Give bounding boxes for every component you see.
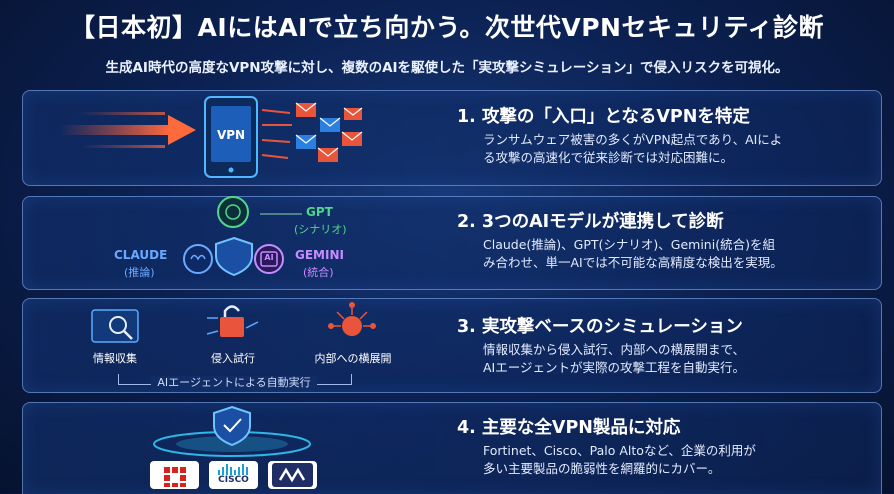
section-3-title: 3. 実攻撃ベースのシミュレーション [457, 317, 743, 337]
gemini-label: GEMINI [295, 248, 344, 262]
step-intrusion-attempt: 侵入試行 [211, 352, 255, 365]
cisco-logo-text: CISCO [218, 475, 249, 485]
mail-envelope-icons [295, 102, 363, 162]
vpn-device-icon [204, 96, 258, 178]
section-3-desc-line1: 情報収集から侵入試行、内部への横展開まで、 [483, 342, 746, 357]
paloalto-logo [268, 461, 317, 489]
gpt-icon [217, 196, 249, 228]
section-panel-2 [22, 196, 882, 290]
gemini-ai-icon [254, 244, 284, 274]
step-info-gathering: 情報収集 [93, 352, 137, 365]
cisco-logo: CISCO [209, 461, 258, 489]
section-3-desc-line2: AIエージェントが実際の攻撃工程を自動実行。 [483, 360, 745, 375]
section-4-desc-line2: 多い主要製品の脆弱性を網羅的にカバー。 [483, 461, 721, 476]
packet-streams [261, 109, 292, 159]
section-panel-1 [22, 90, 882, 186]
section-4-desc-line1: Fortinet、Cisco、Palo Altoなど、企業の利用が [483, 443, 756, 458]
lateral-movement-bug-icon [328, 302, 376, 336]
section-2-desc-line2: み合わせ、単一AIでは不可能な高精度な検出を実現。 [483, 255, 783, 270]
intrusion-lock-icon [206, 305, 259, 337]
info-gathering-icon [91, 309, 139, 343]
gemini-role: (統合) [303, 266, 334, 279]
automation-label-text: AIエージェントによる自動実行 [151, 376, 317, 389]
vpn-device-label: VPN [216, 128, 246, 142]
section-2-desc-line1: Claude(推論)、GPT(シナリオ)、Gemini(統合)を組 [483, 237, 775, 252]
section-4-title: 4. 主要な全VPN製品に対応 [457, 418, 681, 438]
paloalto-logo-mark [272, 463, 313, 487]
cisco-logo-bars [218, 464, 248, 475]
page-subtitle: 生成AI時代の高度なVPN攻撃に対し、複数のAIを駆使した「実攻撃シミュレーショ… [105, 60, 789, 76]
section-2-title: 2. 3つのAIモデルが連携して診断 [457, 212, 724, 232]
claude-role: (推論) [124, 266, 155, 279]
page-title: 【日本初】AIにはAIで立ち向かう。次世代VPNセキュリティ診断 [70, 13, 824, 42]
gemini-ai-chip-label: AI [264, 253, 274, 262]
gpt-role: (シナリオ) [294, 223, 347, 236]
shield-icon [215, 236, 253, 277]
automation-label: AIエージェントによる自動実行 [118, 374, 350, 390]
section-panel-3 [22, 298, 882, 393]
section-1-title: 1. 攻撃の「入口」となるVPNを特定 [457, 107, 750, 127]
section-1-desc-line1: ランサムウェア被害の多くがVPN起点であり、AIによ [483, 132, 783, 147]
gpt-label: GPT [306, 205, 333, 219]
fortinet-logo [150, 461, 199, 489]
attack-arrow-icon [60, 112, 196, 148]
claude-label: CLAUDE [114, 248, 168, 262]
fortinet-logo-mark [164, 467, 186, 487]
claude-brain-icon [183, 244, 213, 274]
section-1-desc-line2: る攻撃の高速化で従来診断では対応困難に。 [483, 150, 734, 165]
shield-icon-4 [213, 405, 251, 447]
step-lateral-movement: 内部への横展開 [314, 352, 392, 365]
